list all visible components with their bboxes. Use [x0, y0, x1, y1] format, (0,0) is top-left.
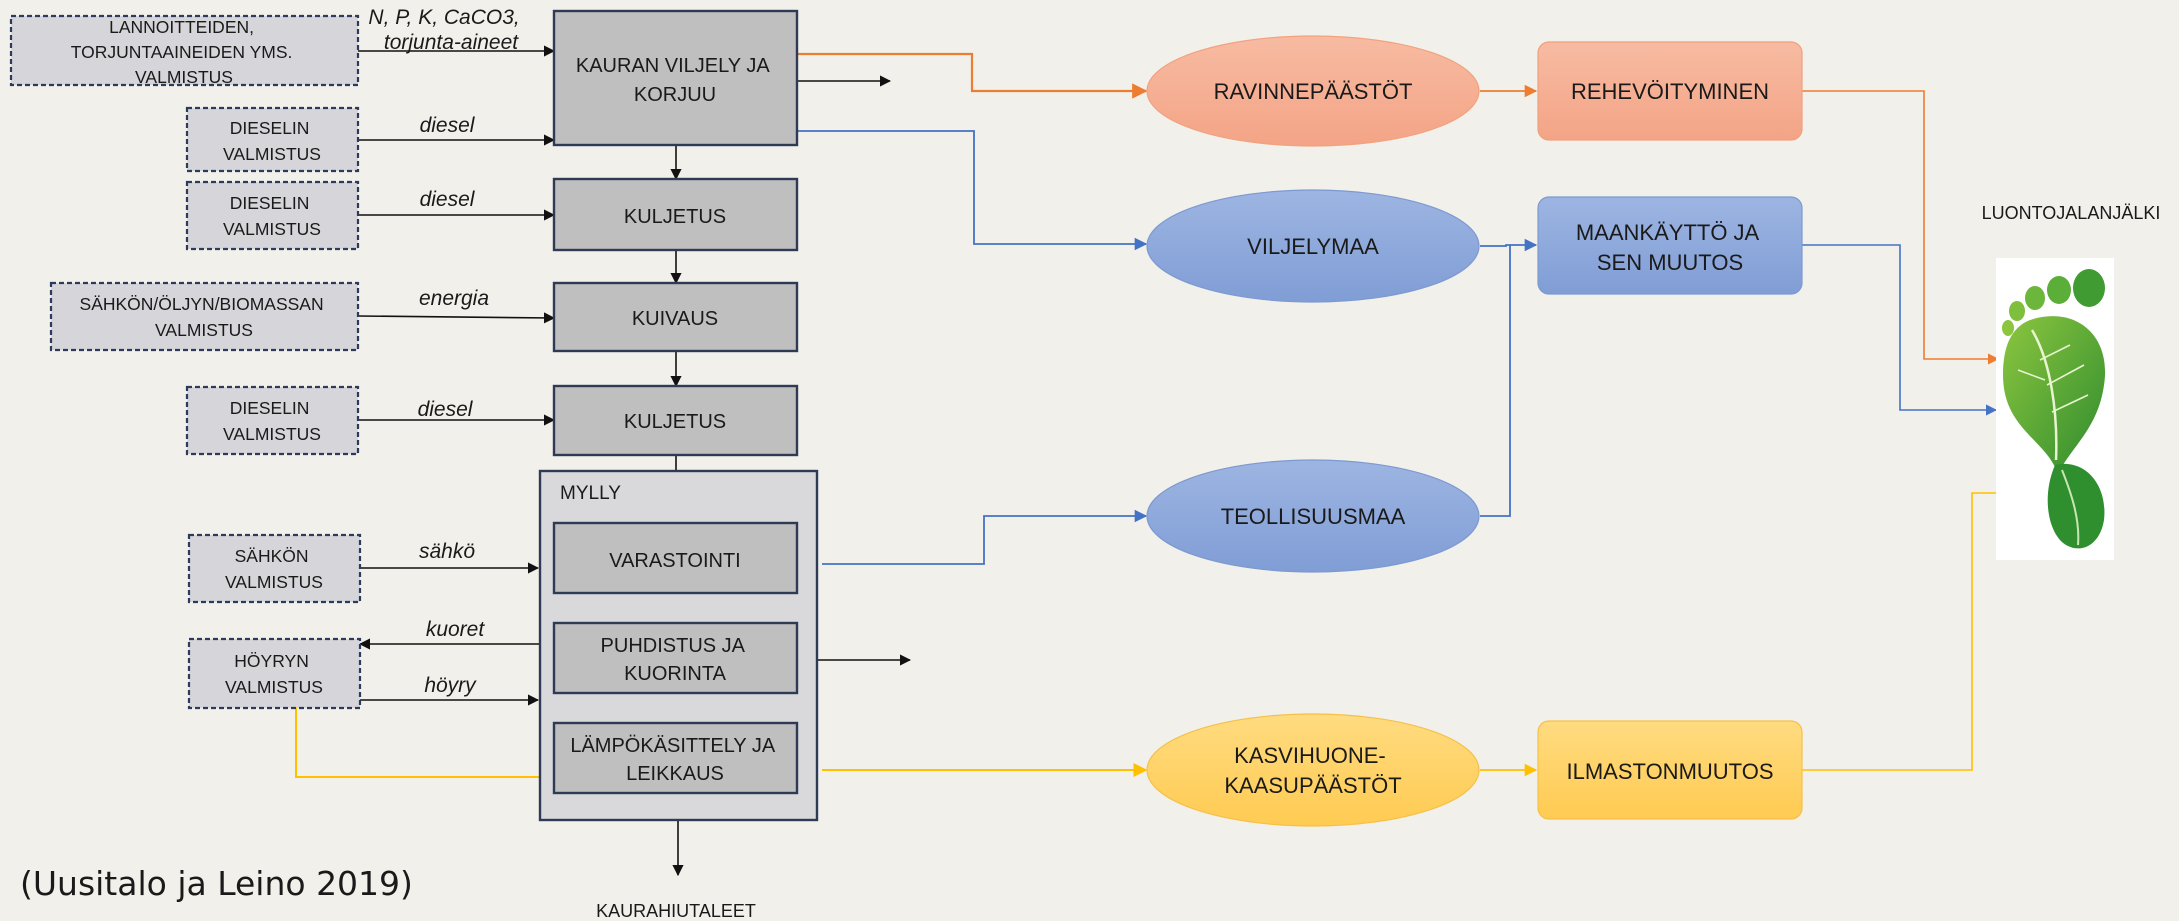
- input-box-energy: [49, 281, 360, 352]
- svg-text:LÄMPÖKÄSITTELY JA LEIKKA: LÄMPÖKÄSITTELY JA LEIKKAUS: [570, 735, 779, 785]
- impact-label-nutrients: RAVINNEPÄÄSTÖT: [1214, 79, 1413, 104]
- flow-landuse-to-footprint: [1802, 244, 1998, 416]
- process-label-transport-1: KULJETUS: [624, 206, 726, 228]
- effect-box-climate-change: [1537, 720, 1803, 820]
- input-label-steam-line2: VALMISTUS: [225, 677, 323, 697]
- svg-text:MAANKÄYTTÖ JA SEN MUUTOS: MAANKÄYTTÖ JA SEN MUUTOS: [1576, 220, 1764, 275]
- impact-ellipse-industrial-land: [1146, 459, 1480, 573]
- process-label-cultivation-line2: KORJUU: [634, 84, 716, 106]
- input-label-diesel-1-line2: VALMISTUS: [223, 144, 321, 164]
- edge-label-diesel-2: diesel: [420, 188, 476, 211]
- impact-ellipse-ghg: [1146, 713, 1480, 827]
- input-label-electricity-line2: VALMISTUS: [225, 572, 323, 592]
- flow-cultivation-to-farmland: [797, 130, 1148, 251]
- process-box-cleaning: [552, 621, 799, 695]
- input-label-fertilizer-line2: TORJUNTAAINEIDEN YMS.: [71, 42, 293, 62]
- input-box-fertilizer: [9, 14, 360, 87]
- impact-label-farmland: VILJELYMAA: [1247, 234, 1379, 259]
- process-box-transport-1: [552, 177, 799, 252]
- svg-text:PUHDISTUS JA KUORINTA: PUHDISTUS JA KUORINTA: [601, 635, 750, 685]
- impact-ellipse-farmland: [1146, 189, 1480, 303]
- svg-text:DIESELIN VALMISTUS: DIESELIN VALMISTUS: [223, 398, 321, 444]
- process-box-cultivation: [552, 9, 799, 147]
- effect-label-eutrophication: REHEVÖITYMINEN: [1571, 79, 1769, 104]
- process-label-transport-2: KULJETUS: [624, 411, 726, 433]
- process-label-storage: VARASTOINTI: [609, 550, 741, 572]
- input-label-electricity-line1: SÄHKÖN: [235, 546, 309, 566]
- input-label-diesel-1-line1: DIESELIN: [230, 118, 310, 138]
- effect-box-land-use: [1537, 196, 1803, 295]
- edge-label-electricity: sähkö: [419, 540, 475, 563]
- process-box-transport-2: [552, 384, 799, 457]
- input-edge-labels: N, P, K, CaCO3, torjunta-aineet diesel d…: [368, 6, 525, 697]
- impact-label-ghg-line1: KASVIHUONE-: [1234, 743, 1386, 768]
- svg-text:KAURAN VILJELY JA KORJUU: KAURAN VILJELY JA KORJUU: [576, 55, 774, 106]
- input-label-fertilizer-line1: LANNOITTEIDEN,: [109, 17, 254, 37]
- leaf-footprint-icon: [1996, 258, 2114, 560]
- edge-label-steam: höyry: [424, 674, 477, 697]
- footprint-label: LUONTOJALANJÄLKI: [1982, 203, 2161, 223]
- process-box-drying: [552, 281, 799, 353]
- flow-climate-to-footprint: [1802, 487, 2012, 771]
- input-label-energy-line2: VALMISTUS: [155, 320, 253, 340]
- edge-label-fertilizer-line1: N, P, K, CaCO3,: [368, 6, 519, 29]
- effect-boxes: REHEVÖITYMINEN MAANKÄYTTÖ JA SEN MUUTOS …: [1537, 41, 1803, 820]
- flow-industrial-to-landuse: [1480, 245, 1511, 517]
- svg-text:SÄHKÖN/ÖLJYN/BIOMASSAN V: SÄHKÖN/ÖLJYN/BIOMASSAN VALMISTUS: [80, 294, 329, 340]
- flow-cultivation-to-nutrients: [797, 52, 1148, 99]
- flow-eutrophication-to-footprint: [1802, 90, 2000, 365]
- svg-text:KASVIHUONE- KAASUPÄÄSTÖT: KASVIHUONE- KAASUPÄÄSTÖT: [1224, 743, 1401, 798]
- mill-label: MYLLY: [560, 483, 621, 504]
- edge-label-diesel-3: diesel: [418, 398, 474, 421]
- arrow-energy-to-drying: [357, 312, 556, 324]
- process-label-heat-treatment-line1: LÄMPÖKÄSITTELY JA: [570, 735, 776, 757]
- effect-label-land-use-line2: SEN MUUTOS: [1597, 250, 1743, 275]
- input-box-electricity: [187, 533, 362, 604]
- input-box-diesel-3: [185, 385, 360, 456]
- svg-text:LANNOITTEIDEN, TORJUNTAA: LANNOITTEIDEN, TORJUNTAAINEIDEN YMS. VAL…: [71, 17, 298, 87]
- edge-label-energy: energia: [419, 287, 489, 310]
- flow-storage-to-industrial-land: [822, 509, 1148, 565]
- svg-text:DIESELIN VALMISTUS: DIESELIN VALMISTUS: [223, 193, 321, 239]
- svg-text:SÄHKÖN VALMISTUS: SÄHKÖN VALMISTUS: [225, 546, 323, 592]
- process-label-cleaning-line1: PUHDISTUS JA: [601, 635, 746, 657]
- citation: (Uusitalo ja Leino 2019): [20, 864, 413, 903]
- flow-steam-to-heat: [295, 708, 557, 778]
- process-label-heat-treatment-line2: LEIKKAUS: [626, 763, 724, 785]
- process-box-storage: [552, 521, 799, 595]
- process-boxes: KAURAN VILJELY JA KORJUU KULJETUS KUIVAU…: [552, 9, 799, 795]
- svg-text:N, P, K, CaCO3, torjunta: N, P, K, CaCO3, torjunta-aineet: [368, 6, 525, 54]
- output-label: KAURAHIUTALEET: [596, 901, 756, 921]
- input-box-steam: [187, 637, 362, 710]
- impact-label-industrial-land: TEOLLISUUSMAA: [1221, 504, 1406, 529]
- edge-label-fertilizer-line2: torjunta-aineet: [384, 31, 519, 54]
- effect-box-eutrophication: [1537, 41, 1803, 141]
- input-label-diesel-2-line2: VALMISTUS: [223, 219, 321, 239]
- impact-label-ghg-line2: KAASUPÄÄSTÖT: [1224, 773, 1401, 798]
- process-box-heat-treatment: [552, 721, 799, 795]
- effect-label-land-use-line1: MAANKÄYTTÖ JA: [1576, 220, 1760, 245]
- process-label-cultivation-line1: KAURAN VILJELY JA: [576, 55, 770, 77]
- svg-text:HÖYRYN VALMISTUS: HÖYRYN VALMISTUS: [225, 651, 323, 697]
- process-label-drying: KUIVAUS: [632, 308, 718, 330]
- input-label-steam-line1: HÖYRYN: [234, 651, 309, 671]
- impact-ellipses: RAVINNEPÄÄSTÖT VILJELYMAA TEOLLISUUSMAA …: [1146, 35, 1480, 827]
- process-label-cleaning-line2: KUORINTA: [624, 663, 727, 685]
- edge-label-husks: kuoret: [426, 618, 486, 641]
- effect-label-climate-change: ILMASTONMUUTOS: [1567, 759, 1774, 784]
- input-label-energy-line1: SÄHKÖN/ÖLJYN/BIOMASSAN: [80, 294, 324, 314]
- input-label-diesel-2-line1: DIESELIN: [230, 193, 310, 213]
- input-box-diesel-1: [185, 106, 360, 173]
- edge-label-diesel-1: diesel: [420, 114, 476, 137]
- input-boxes: LANNOITTEIDEN, TORJUNTAAINEIDEN YMS. VAL…: [9, 14, 362, 710]
- svg-text:DIESELIN VALMISTUS: DIESELIN VALMISTUS: [223, 118, 321, 164]
- flow-farmland-to-landuse: [1480, 238, 1538, 252]
- impact-ellipse-nutrients: [1146, 35, 1480, 147]
- input-label-fertilizer-line3: VALMISTUS: [135, 67, 233, 87]
- input-label-diesel-3-line2: VALMISTUS: [223, 424, 321, 444]
- input-box-diesel-2: [185, 180, 360, 251]
- input-label-diesel-3-line1: DIESELIN: [230, 398, 310, 418]
